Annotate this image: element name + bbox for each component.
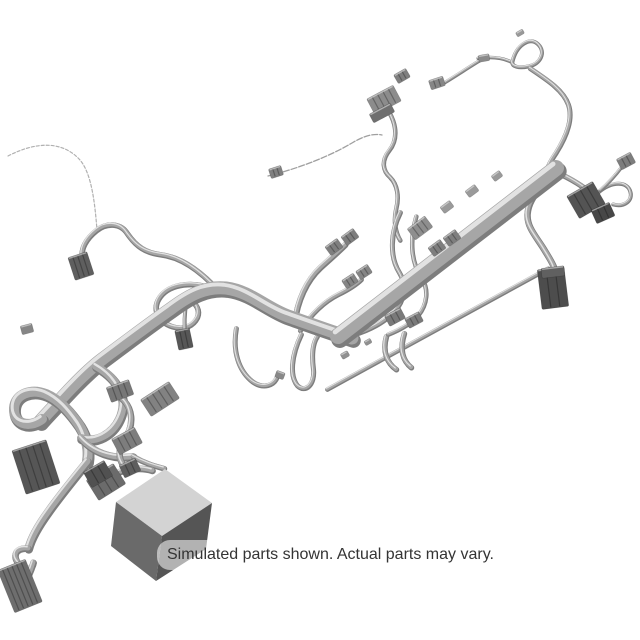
disclaimer-text: Simulated parts shown. Actual parts may … [167, 546, 494, 563]
disclaimer-caption: Simulated parts shown. Actual parts may … [157, 540, 506, 570]
relay-box-top-face [116, 469, 212, 536]
relay-box-left-face [111, 502, 162, 581]
